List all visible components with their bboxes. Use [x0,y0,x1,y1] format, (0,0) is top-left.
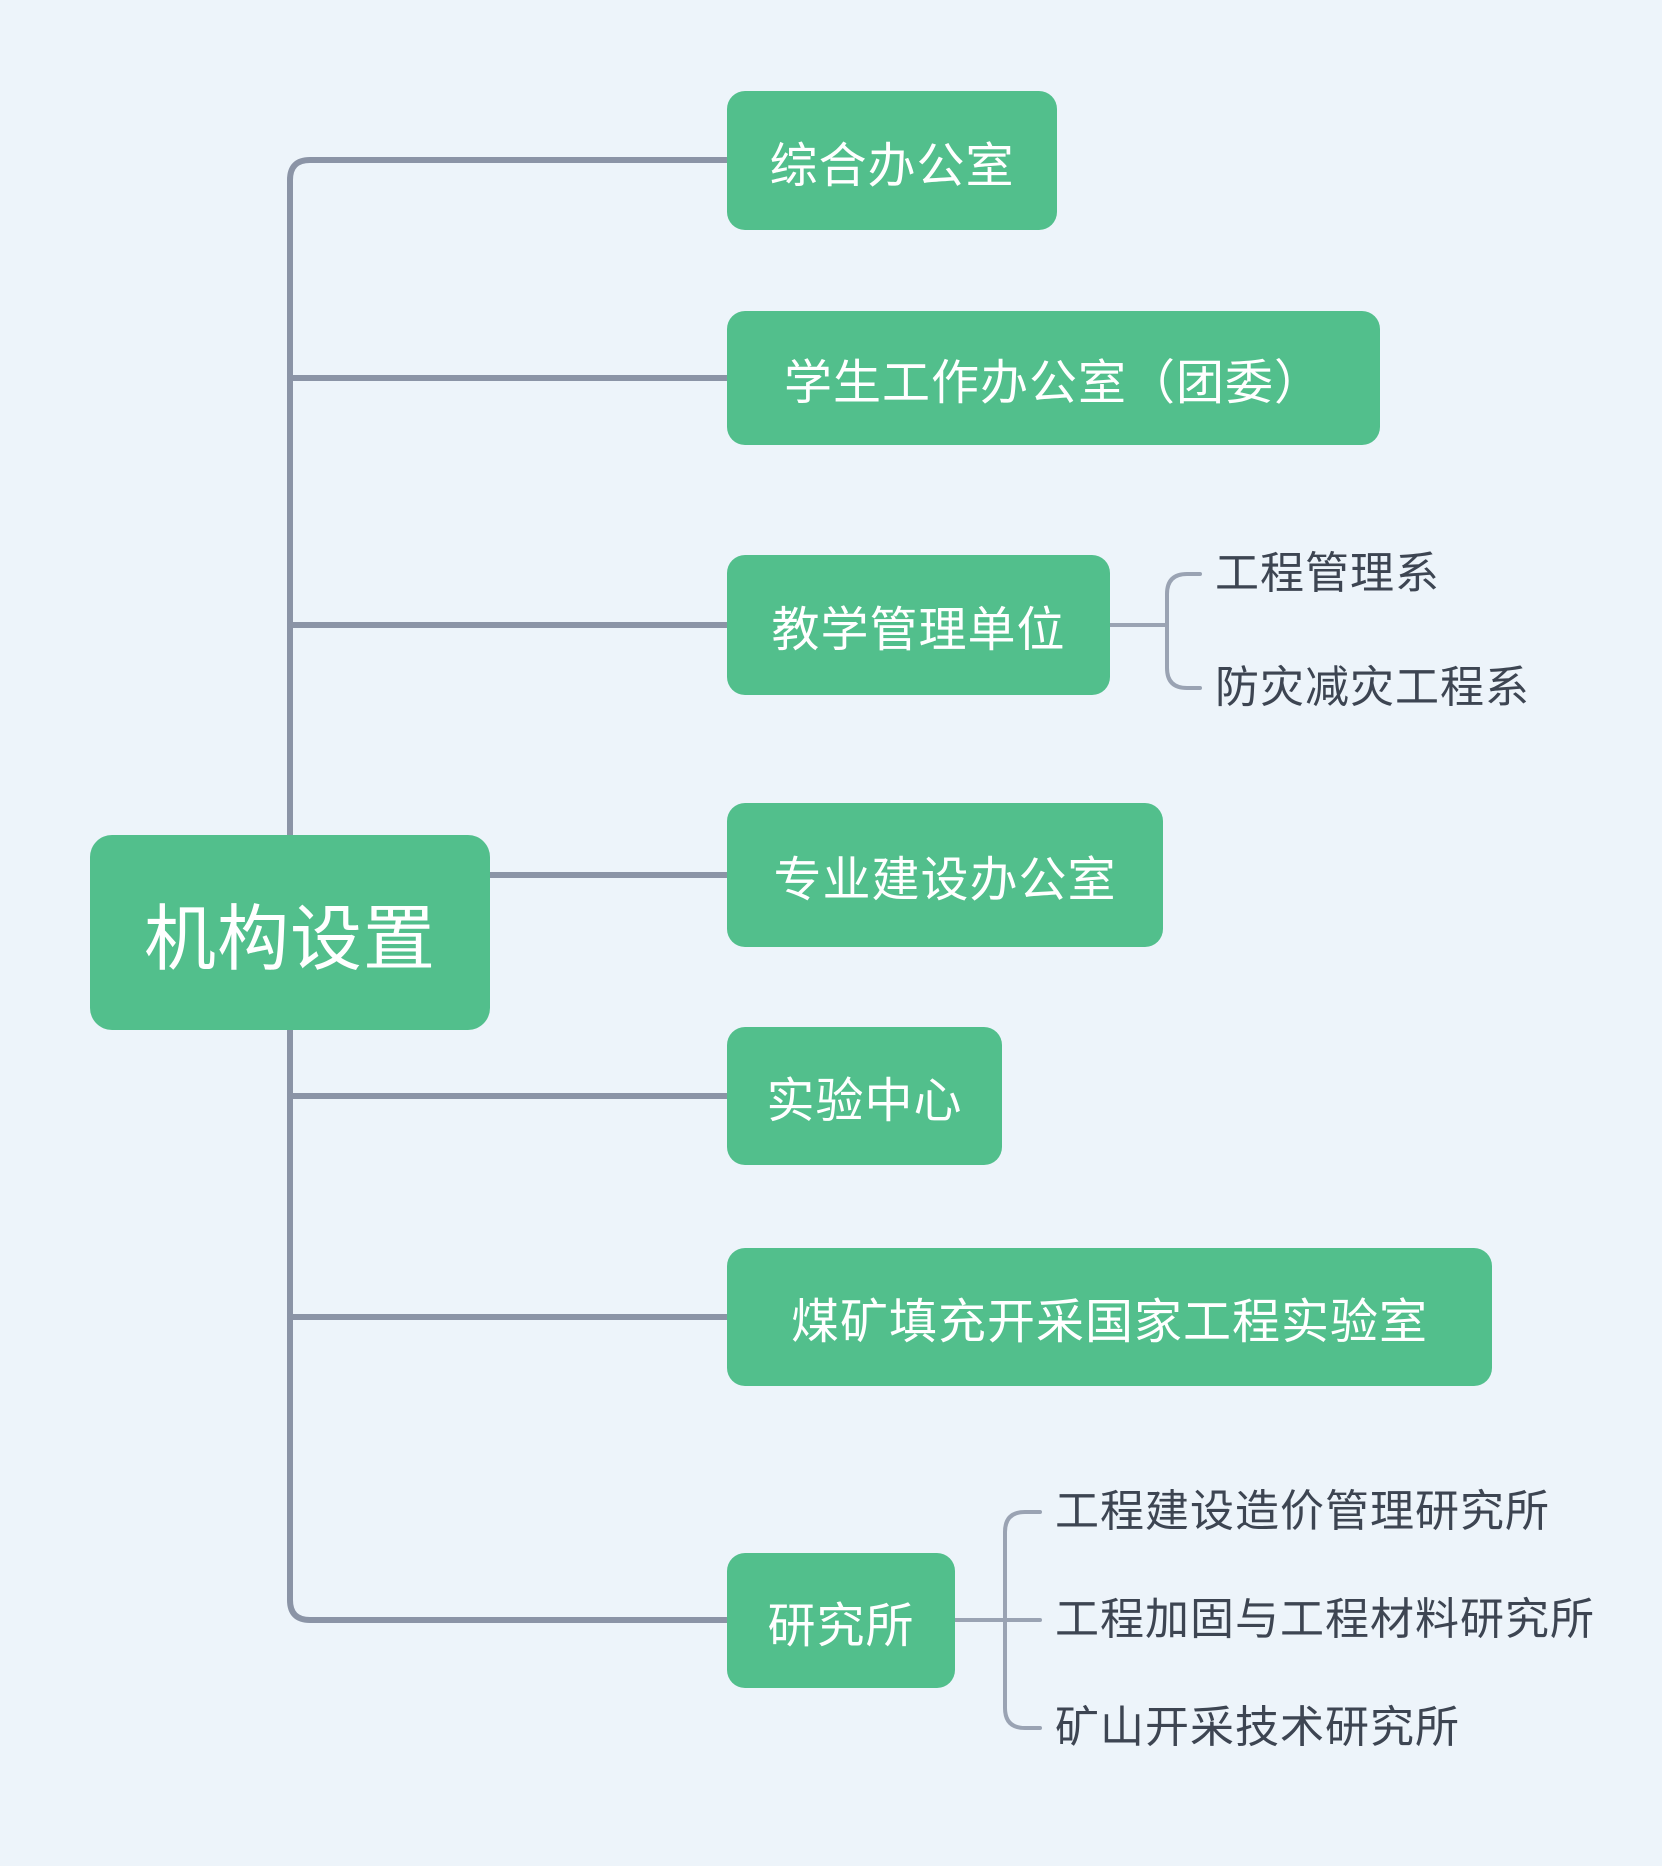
node-general-office[interactable]: 综合办公室 [727,91,1057,230]
root-node[interactable]: 机构设置 [90,835,490,1030]
child-mining-technology-institute[interactable]: 矿山开采技术研究所 [1055,1703,1460,1752]
node-experiment-center[interactable]: 实验中心 [727,1027,1002,1165]
sub-connectors-teaching [1108,572,1202,690]
node-major-construction-office[interactable]: 专业建设办公室 [727,803,1163,947]
child-cost-management-institute[interactable]: 工程建设造价管理研究所 [1055,1487,1550,1536]
node-research-institutes[interactable]: 研究所 [727,1553,955,1688]
sub-connectors-institutes [953,1510,1042,1730]
node-student-affairs-office[interactable]: 学生工作办公室（团委） [727,311,1380,445]
child-engineering-management-dept[interactable]: 工程管理系 [1215,549,1440,598]
child-reinforcement-materials-institute[interactable]: 工程加固与工程材料研究所 [1055,1595,1595,1644]
node-teaching-management-unit[interactable]: 教学管理单位 [727,555,1110,695]
child-disaster-prevention-dept[interactable]: 防灾减灾工程系 [1215,663,1530,712]
node-coal-mine-national-lab[interactable]: 煤矿填充开采国家工程实验室 [727,1248,1492,1386]
